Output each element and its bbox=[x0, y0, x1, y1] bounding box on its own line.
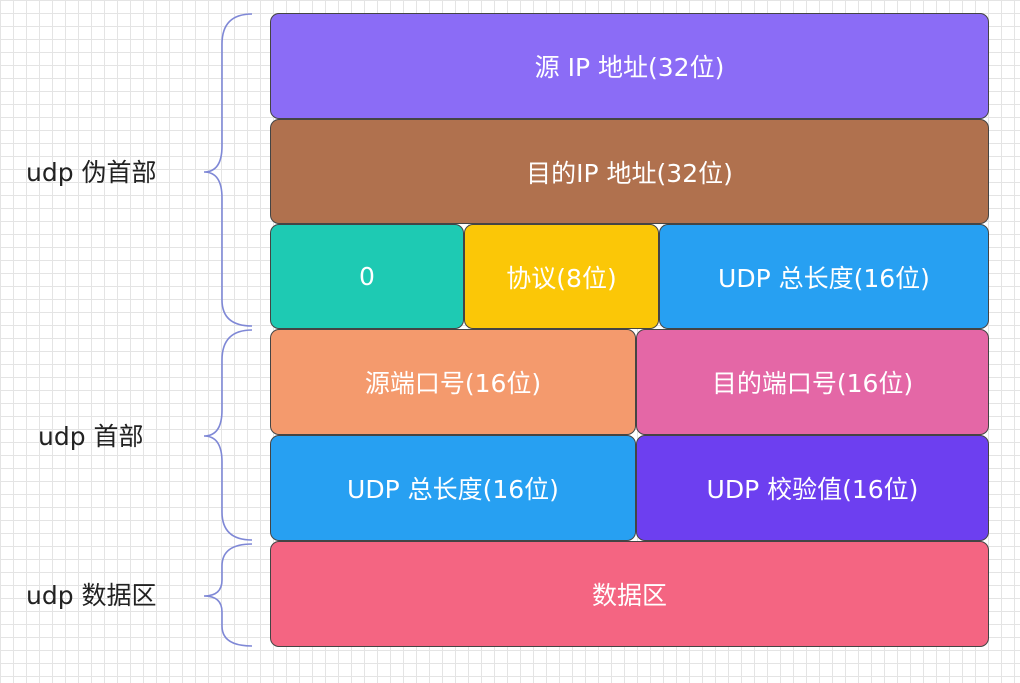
field-udp-length: UDP 总长度(16位) bbox=[270, 435, 636, 541]
field-udp-length-label: UDP 总长度(16位) bbox=[347, 475, 559, 504]
field-checksum-label: UDP 校验值(16位) bbox=[706, 475, 919, 504]
field-data-label: 数据区 bbox=[591, 581, 667, 610]
field-protocol-label: 协议(8位) bbox=[506, 263, 617, 293]
field-src-ip: 源 IP 地址(32位) bbox=[270, 13, 989, 119]
label-pseudo-header: udp 伪首部 bbox=[26, 158, 157, 187]
field-zero: 0 bbox=[270, 224, 464, 329]
brace-header bbox=[203, 329, 253, 541]
field-src-port-label: 源端口号(16位) bbox=[364, 369, 542, 398]
field-dst-port: 目的端口号(16位) bbox=[636, 329, 989, 435]
field-pseudo-udp-length: UDP 总长度(16位) bbox=[659, 224, 989, 329]
field-protocol: 协议(8位) bbox=[464, 224, 659, 329]
field-dst-ip: 目的IP 地址(32位) bbox=[270, 119, 989, 224]
field-data: 数据区 bbox=[270, 541, 989, 647]
field-pseudo-udp-length-label: UDP 总长度(16位) bbox=[718, 263, 930, 293]
field-dst-port-label: 目的端口号(16位) bbox=[711, 369, 914, 398]
brace-data-area bbox=[203, 543, 253, 647]
label-data-area: udp 数据区 bbox=[26, 581, 157, 610]
field-dst-ip-label: 目的IP 地址(32位) bbox=[526, 158, 733, 188]
brace-pseudo-header bbox=[203, 13, 253, 327]
field-src-port: 源端口号(16位) bbox=[270, 329, 636, 435]
field-checksum: UDP 校验值(16位) bbox=[636, 435, 989, 541]
label-header: udp 首部 bbox=[38, 422, 144, 451]
field-src-ip-label: 源 IP 地址(32位) bbox=[534, 53, 725, 82]
field-zero-label: 0 bbox=[359, 262, 375, 291]
